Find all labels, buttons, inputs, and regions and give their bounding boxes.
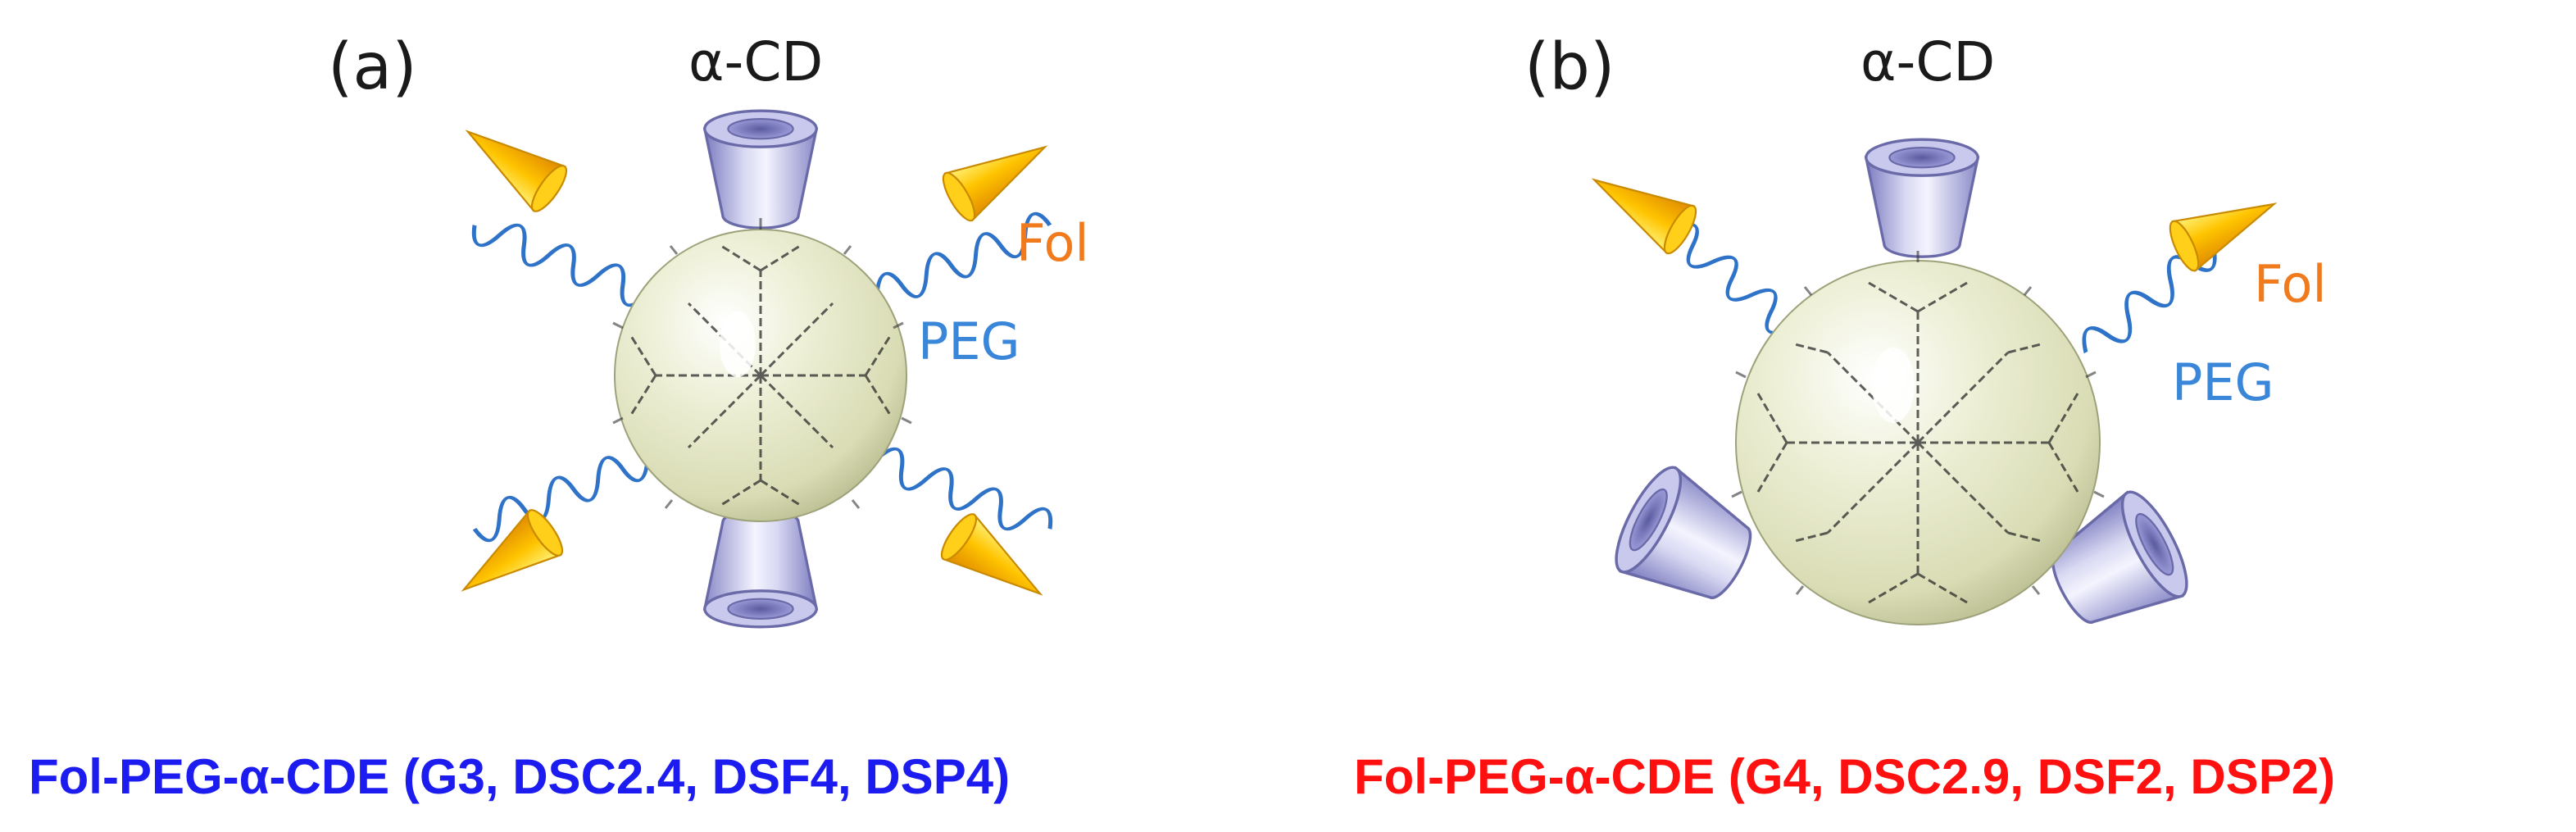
panel-a-peg-label: PEG — [918, 311, 1020, 371]
panel-a-cd-label: α-CD — [688, 30, 823, 93]
dendrimer-core-icon — [1731, 251, 2105, 625]
panel-a-fol-label: Fol — [1016, 213, 1089, 273]
panel-b-cd-label: α-CD — [1860, 30, 1995, 93]
dendrimer-core-icon — [612, 218, 912, 522]
panel-b-letter: (b) — [1524, 30, 1615, 104]
panel-a-letter: (a) — [328, 30, 417, 104]
panel-b-fol-label: Fol — [2254, 254, 2327, 314]
panel-b-peg-label: PEG — [2172, 352, 2274, 412]
panel-b-caption: Fol-PEG-α-CDE (G4, DSC2.9, DSF2, DSP2) — [1354, 749, 2335, 804]
panel-a-caption: Fol-PEG-α-CDE (G3, DSC2.4, DSF4, DSP4) — [29, 749, 1010, 804]
